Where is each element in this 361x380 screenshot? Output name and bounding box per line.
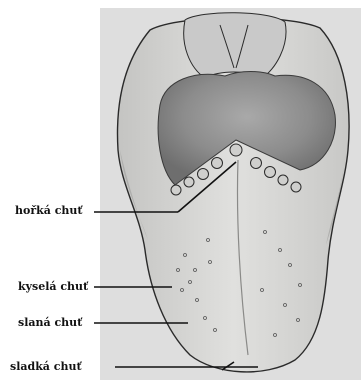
label-sweet-taste: sladká chuť xyxy=(10,361,82,373)
epiglottis xyxy=(184,13,286,78)
label-sour-taste: kyselá chuť xyxy=(18,281,88,293)
label-salty-taste: slaná chuť xyxy=(18,317,82,329)
label-bitter-taste: hořká chuť xyxy=(15,205,82,217)
